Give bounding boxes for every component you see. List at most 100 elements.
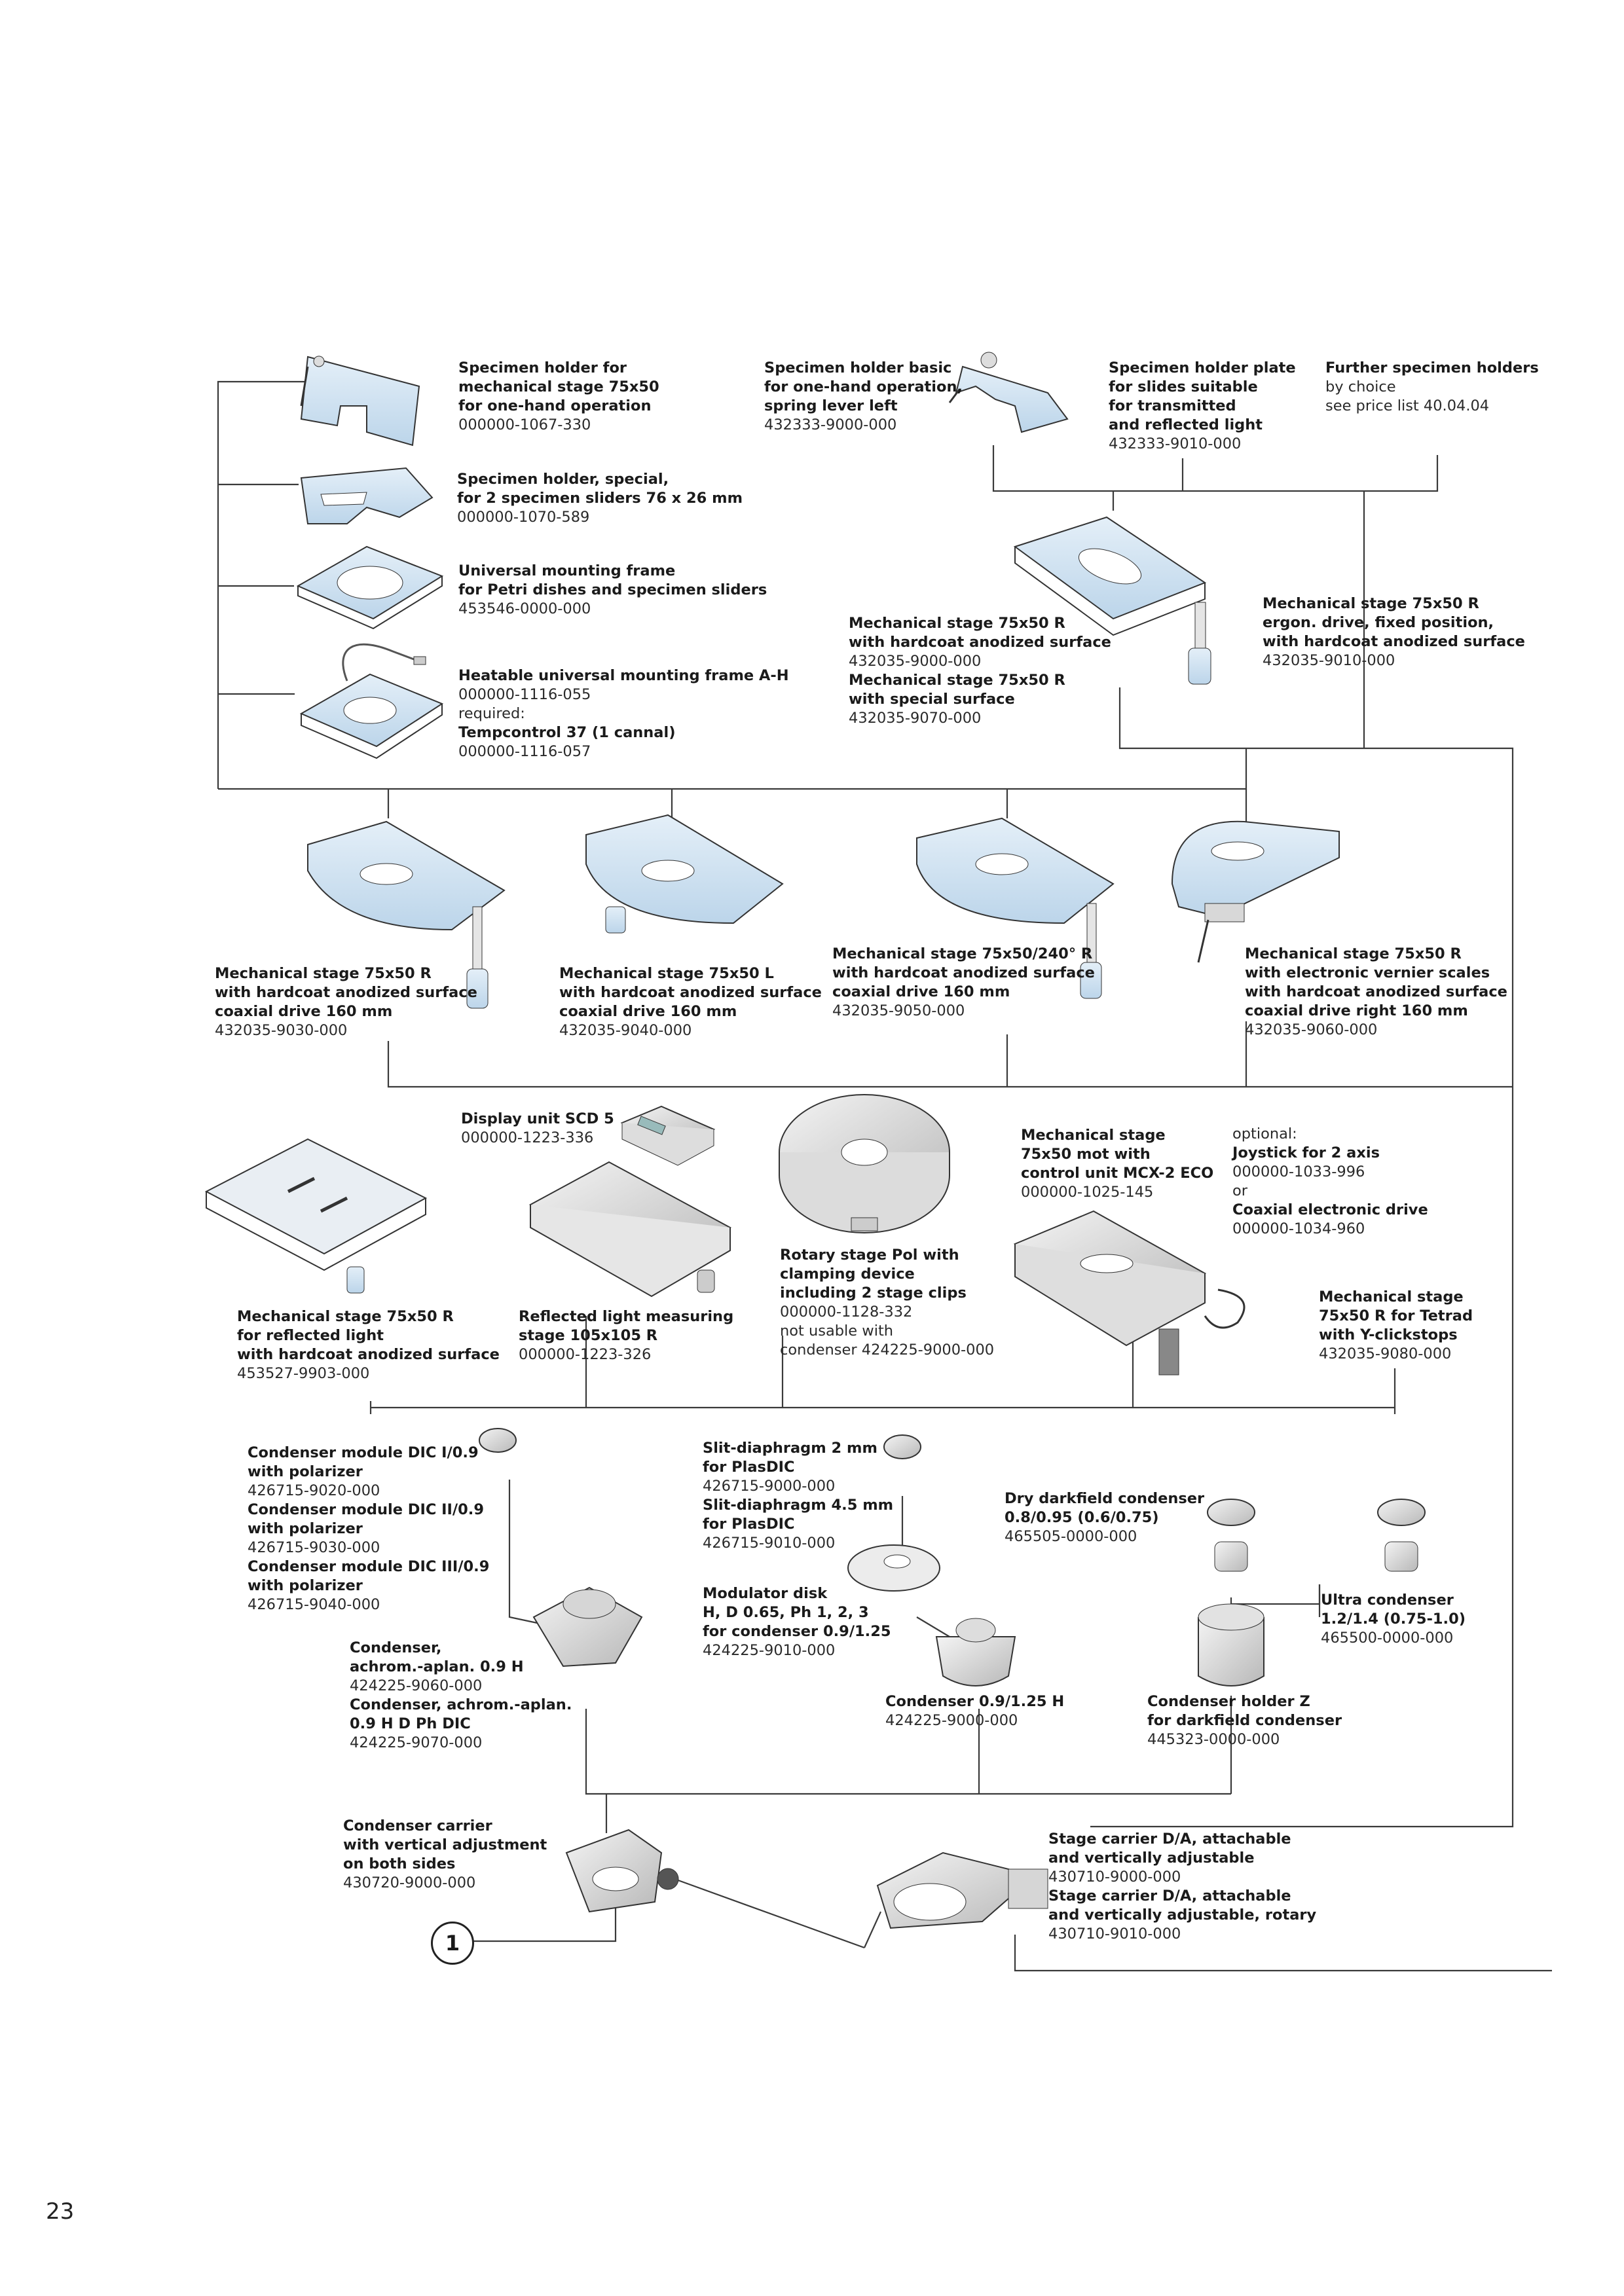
condenser-holder-z-illustration bbox=[1198, 1603, 1264, 1686]
label-detail-line: 426715-9000-000 bbox=[703, 1478, 836, 1495]
label-title-line: Condenser carrier bbox=[343, 1817, 492, 1834]
label-detail-line: required: bbox=[458, 705, 525, 722]
slit-diaphragm-illustration bbox=[883, 1434, 921, 1459]
label-detail-line: 432035-9080-000 bbox=[1319, 1345, 1452, 1362]
label-title-line: Slit-diaphragm 2 mm bbox=[703, 1440, 877, 1457]
label-title-line: on both sides bbox=[343, 1855, 456, 1872]
label-detail-line: 432333-9000-000 bbox=[764, 416, 897, 433]
motorized-stage-illustration bbox=[1013, 1210, 1246, 1376]
label-reflected-light-measuring-stage: Reflected light measuring stage 105x105 R… bbox=[519, 1307, 733, 1364]
stage-9050-illustration bbox=[916, 817, 1115, 999]
label-title-line: Tempcontrol 37 (1 cannal) bbox=[458, 724, 676, 741]
label-title-line: for PlasDIC bbox=[703, 1516, 795, 1533]
label-detail-line: 000000-1116-055 bbox=[458, 686, 591, 703]
modulator-disk-illustration bbox=[847, 1544, 940, 1592]
label-title-line: Dry darkfield condenser bbox=[1005, 1490, 1205, 1507]
label-title-line: stage 105x105 R bbox=[519, 1327, 658, 1344]
label-title-line: Condenser holder Z bbox=[1147, 1693, 1310, 1710]
mechanical-stage-9000-illustration bbox=[1013, 516, 1211, 685]
label-title-line: Condenser, bbox=[350, 1639, 442, 1656]
specimen-holder-1070-illustration bbox=[300, 467, 434, 524]
label-detail-line: 432035-9010-000 bbox=[1263, 652, 1395, 669]
label-detail-line: 000000-1034-960 bbox=[1232, 1220, 1365, 1237]
label-title-line: with hardcoat anodized surface bbox=[237, 1346, 500, 1363]
rotary-stage-pol-illustration bbox=[779, 1094, 950, 1233]
label-title-line: with electronic vernier scales bbox=[1245, 964, 1490, 981]
label-detail-line: 430720-9000-000 bbox=[343, 1874, 476, 1891]
label-title-line: coaxial drive 160 mm bbox=[215, 1003, 393, 1020]
label-detail-line: not usable with bbox=[780, 1322, 894, 1339]
label-title-line: for PlasDIC bbox=[703, 1459, 795, 1476]
label-title-line: Mechanical stage 75x50 R bbox=[849, 672, 1065, 689]
label-title-line: spring lever left bbox=[764, 397, 898, 414]
display-unit-scd5-illustration bbox=[620, 1105, 716, 1166]
label-title-line: Mechanical stage 75x50/240° R bbox=[832, 945, 1093, 962]
label-detail-line: or bbox=[1232, 1182, 1248, 1199]
stage-carrier-illustration bbox=[876, 1851, 1048, 1929]
stage-9060-illustration bbox=[1171, 820, 1340, 963]
connector-lines bbox=[217, 380, 1552, 1972]
label-detail-line: 000000-1070-589 bbox=[457, 509, 590, 526]
label-title-line: 0.9 H D Ph DIC bbox=[350, 1715, 471, 1732]
label-detail-line: 432035-9000-000 bbox=[849, 653, 982, 670]
label-title-line: for transmitted bbox=[1109, 397, 1236, 414]
label-title-line: for 2 specimen sliders 76 x 26 mm bbox=[457, 490, 743, 507]
label-title-line: Reflected light measuring bbox=[519, 1308, 734, 1325]
label-title-line: Modulator disk bbox=[703, 1585, 828, 1602]
label-detail-line: 465500-0000-000 bbox=[1321, 1630, 1454, 1647]
label-title-line: with polarizer bbox=[248, 1577, 363, 1594]
label-detail-line: 453546-0000-000 bbox=[458, 600, 591, 617]
label-title-line: Further specimen holders bbox=[1325, 359, 1539, 376]
label-detail-line: 426715-9020-000 bbox=[248, 1482, 380, 1499]
label-title-line: Joystick for 2 axis bbox=[1232, 1144, 1380, 1161]
label-title-line: coaxial drive right 160 mm bbox=[1245, 1002, 1468, 1019]
label-detail-line: 426715-9030-000 bbox=[248, 1539, 380, 1556]
label-detail-line: 000000-1223-336 bbox=[461, 1129, 594, 1146]
label-title-line: Mechanical stage 75x50 R bbox=[1263, 595, 1479, 612]
label-detail-line: see price list 40.04.04 bbox=[1325, 397, 1490, 414]
label-title-line: for reflected light bbox=[237, 1327, 384, 1344]
label-detail-line: 000000-1128-332 bbox=[780, 1303, 913, 1321]
label-title-line: H, D 0.65, Ph 1, 2, 3 bbox=[703, 1604, 869, 1621]
label-detail-line: 424225-9060-000 bbox=[350, 1677, 483, 1694]
dry-darkfield-condenser-illustration bbox=[1207, 1499, 1255, 1572]
label-title-line: including 2 stage clips bbox=[780, 1285, 967, 1302]
label-detail-line: 445323-0000-000 bbox=[1147, 1731, 1280, 1748]
label-title-line: and vertically adjustable, rotary bbox=[1048, 1906, 1317, 1923]
label-title-line: with hardcoat anodized surface bbox=[1245, 983, 1507, 1000]
reflected-light-measuring-stage-illustration bbox=[528, 1161, 732, 1298]
label-title-line: Universal mounting frame bbox=[458, 562, 676, 579]
label-detail-line: 432035-9030-000 bbox=[215, 1022, 348, 1039]
label-title-line: Condenser module DIC I/0.9 bbox=[248, 1444, 479, 1461]
label-title-line: with hardcoat anodized surface bbox=[559, 984, 822, 1001]
label-title-line: ergon. drive, fixed position, bbox=[1263, 614, 1494, 631]
label-title-line: and reflected light bbox=[1109, 416, 1263, 433]
label-title-line: Rotary stage Pol with bbox=[780, 1247, 959, 1264]
label-title-line: Condenser 0.9/1.25 H bbox=[885, 1693, 1065, 1710]
label-title-line: Condenser, achrom.-aplan. bbox=[350, 1696, 572, 1713]
label-slit-diaphragm: Slit-diaphragm 2 mm for PlasDIC 426715-900… bbox=[703, 1439, 893, 1553]
label-title-line: Specimen holder plate bbox=[1109, 359, 1296, 376]
label-detail-line: 000000-1025-145 bbox=[1021, 1184, 1154, 1201]
label-title-line: Mechanical stage 75x50 R bbox=[849, 615, 1065, 632]
label-title-line: control unit MCX-2 ECO bbox=[1021, 1165, 1214, 1182]
label-detail-line: 424225-9010-000 bbox=[703, 1642, 836, 1659]
label-detail-line: 000000-1067-330 bbox=[458, 416, 591, 433]
label-title-line: for one-hand operation bbox=[458, 397, 652, 414]
label-title-line: Stage carrier D/A, attachable bbox=[1048, 1831, 1291, 1848]
callout-number-1: 1 bbox=[431, 1922, 474, 1965]
